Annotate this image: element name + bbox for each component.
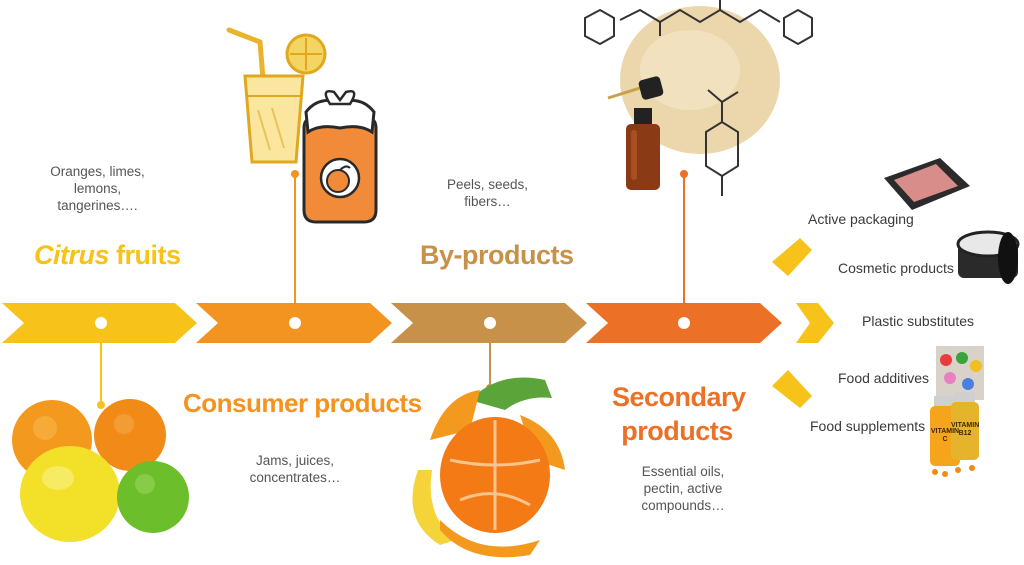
timeline-node-citrus	[95, 317, 107, 329]
byproducts-title: By-products	[420, 240, 574, 270]
citrus-fruits-photo	[12, 399, 189, 542]
application-food-supplements: Food supplements	[810, 418, 926, 434]
citrus-description: Oranges, limes, lemons, tangerines….	[50, 164, 145, 213]
timeline-node-consumer	[289, 317, 301, 329]
peeled-tangerine-photo	[412, 377, 565, 558]
application-food-additives: Food additives	[838, 370, 930, 386]
application-plastic-substitutes: Plastic substitutes	[862, 313, 975, 329]
timeline-node-secondary	[678, 317, 690, 329]
secondary-title: Secondary products	[612, 382, 746, 446]
connector-dot-citrus	[97, 401, 105, 409]
connector-dot-secondary	[680, 170, 688, 178]
connector-dot-consumer	[291, 170, 299, 178]
secondary-description: Essential oils, pectin, active compounds…	[641, 464, 725, 513]
application-cosmetic-products: Cosmetic products	[838, 260, 954, 276]
vitamin-b12-label: VITAMIN B12	[951, 422, 980, 437]
cream-jar-photo	[956, 230, 1020, 284]
application-active-packaging: Active packaging	[808, 211, 914, 227]
essential-oil-and-pectin-powder	[584, 0, 813, 196]
timeline-node-byproducts	[484, 317, 496, 329]
juice-and-jam-illustration	[226, 27, 378, 224]
arrow-down-icon	[772, 370, 812, 408]
consumer-title: Consumer products	[183, 388, 422, 418]
arrow-right-icon	[796, 303, 834, 343]
meat-tray-photo	[884, 158, 970, 210]
vitamin-bottles-photo	[930, 392, 979, 477]
byproducts-description: Peels, seeds, fibers…	[446, 177, 529, 209]
vitamin-c-label: VITAMIN C	[930, 428, 960, 443]
citrus-title: Citrus fruits	[34, 240, 181, 270]
candies-photo	[936, 346, 984, 400]
arrow-up-icon	[772, 238, 812, 276]
consumer-description: Jams, juices, concentrates…	[249, 453, 341, 485]
timeline	[2, 303, 782, 343]
